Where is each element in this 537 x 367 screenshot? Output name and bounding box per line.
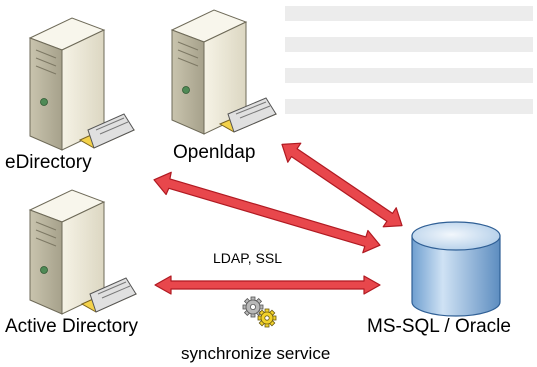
server-icon <box>28 189 138 315</box>
decor-bar <box>285 68 533 83</box>
decor-bar <box>285 37 533 52</box>
protocol-label: LDAP, SSL <box>213 250 283 266</box>
gears-icon <box>242 296 277 328</box>
server-icon <box>170 9 278 135</box>
sync-service-label: synchronize service <box>181 344 331 363</box>
active-directory-label: Active Directory <box>5 316 139 337</box>
decorative-bars <box>285 6 533 114</box>
connection-arrows <box>153 142 403 295</box>
openldap-label: Openldap <box>173 142 256 163</box>
edirectory-label: eDirectory <box>5 152 92 173</box>
decor-bar <box>285 99 533 114</box>
database-icon <box>411 221 501 317</box>
server-icon <box>28 17 136 151</box>
double-arrow-edirectory-db <box>153 171 381 254</box>
decor-bar <box>285 6 533 21</box>
double-arrow-ad-db <box>154 275 381 295</box>
database-label: MS-SQL / Oracle <box>367 316 511 337</box>
double-arrow-openldap-db <box>281 142 403 228</box>
